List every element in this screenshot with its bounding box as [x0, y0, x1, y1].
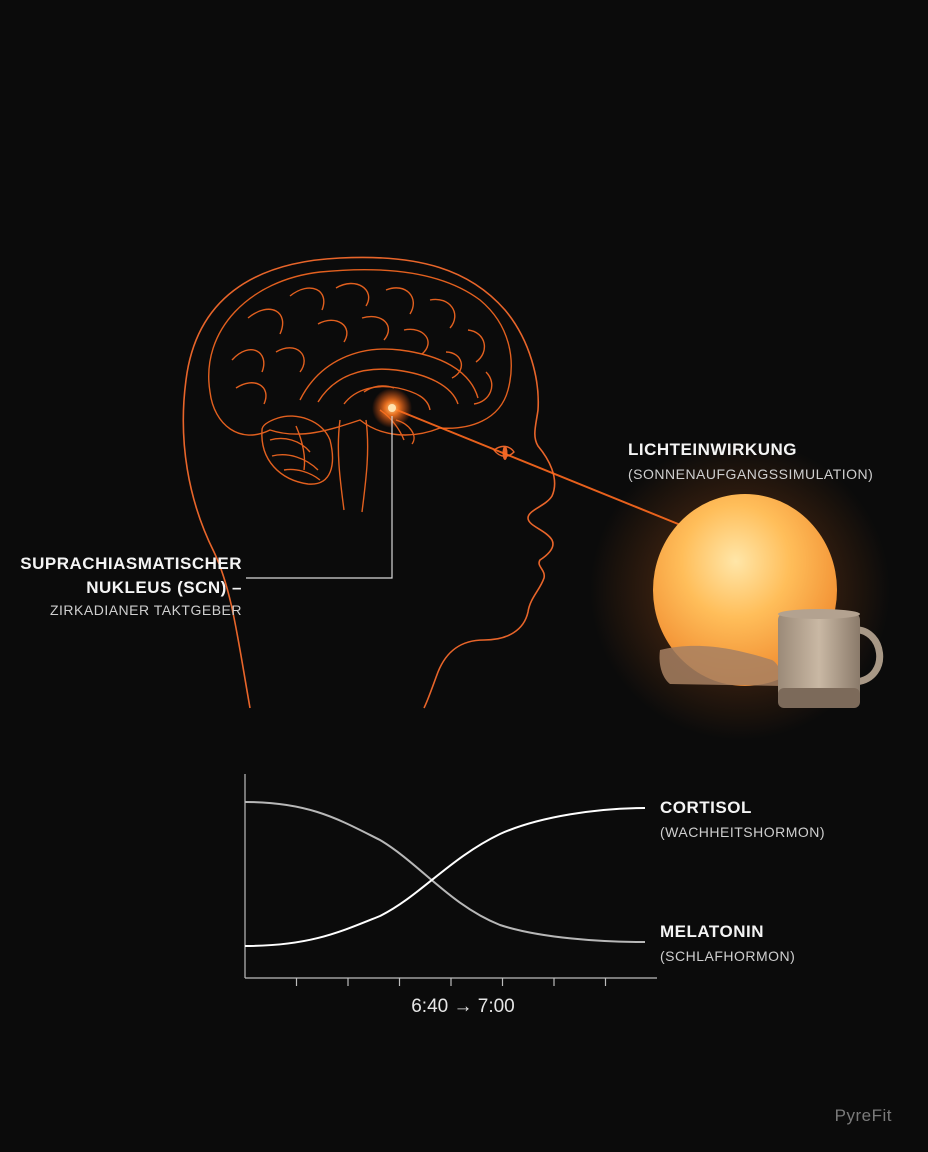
melatonin-legend: MELATONIN (SCHLAFHORMON) — [660, 922, 795, 964]
light-label: LICHTEINWIRKUNG (SONNENAUFGANGSSIMULATIO… — [628, 440, 873, 482]
scn-label: SUPRACHIASMATISCHER NUKLEUS (SCN) – ZIRK… — [20, 552, 242, 618]
scn-title-line2: NUKLEUS (SCN) – — [86, 578, 242, 597]
light-subtitle: (SONNENAUFGANGSSIMULATION) — [628, 466, 874, 482]
melatonin-description: (SCHLAFHORMON) — [660, 948, 796, 964]
eye-icon — [493, 445, 515, 457]
melatonin-curve — [244, 801, 646, 943]
coffee-mug — [778, 609, 884, 708]
light-title: LICHTEINWIRKUNG — [628, 440, 797, 459]
scn-leader-line — [246, 416, 393, 579]
x-axis-ticks — [295, 978, 607, 986]
scn-subtitle: ZIRKADIANER TAKTGEBER — [49, 602, 242, 618]
brand-logo: PyreFit — [834, 1106, 892, 1125]
scn-title-line1: SUPRACHIASMATISCHER — [20, 554, 242, 573]
cortisol-legend: CORTISOL (WACHHEITSHORMON) — [660, 798, 825, 840]
chart-axes — [244, 774, 657, 979]
brain-illustration — [208, 268, 512, 513]
x-axis-label: 6:40 → 7:00 — [411, 996, 515, 1017]
cortisol-description: (WACHHEITSHORMON) — [660, 824, 826, 840]
melatonin-name: MELATONIN — [660, 922, 764, 941]
head-outline — [182, 256, 556, 709]
cortisol-curve — [244, 807, 646, 947]
cortisol-name: CORTISOL — [660, 798, 752, 817]
